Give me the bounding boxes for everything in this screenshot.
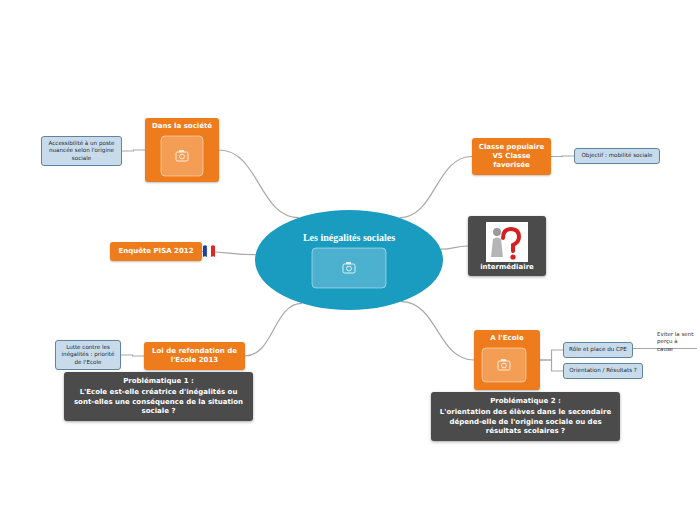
connector — [245, 303, 302, 356]
connector — [540, 350, 563, 360]
node-title: Problématique 1 : — [123, 377, 194, 386]
topic-box: Loi de refondation de l'Ecole 2013 — [144, 342, 245, 370]
node-title: Classe intermédiaire — [474, 254, 540, 272]
node-title: Orientation / Résultats ? — [569, 367, 637, 374]
node-title: Dans la société — [152, 122, 212, 131]
connector — [121, 355, 144, 356]
central-topic: Les inégalités sociales — [255, 210, 443, 310]
node-title: Rôle et place du CPE — [569, 346, 627, 353]
node-title: Classe populaire VS Classe favorisée — [476, 143, 547, 169]
connector — [202, 252, 256, 255]
connector — [399, 157, 472, 218]
note-text: Eviter la sent perçu à cause — [657, 331, 695, 353]
question-figure — [486, 222, 528, 262]
ellipse-shape — [255, 210, 443, 310]
image-box: Classe intermédiaire — [468, 216, 546, 276]
node-title: Les inégalités sociales — [303, 232, 395, 243]
connector — [551, 155, 574, 157]
image-placeholder — [482, 348, 526, 382]
node-title: Lutte contre les inégalités : priorité d… — [59, 344, 117, 366]
question-box: Problématique 1 : L'Ecole est-elle créatr… — [64, 372, 253, 421]
node-title: Loi de refondation de l'Ecole 2013 — [148, 347, 241, 365]
note-box: Accessibilité à un poste nuancée selon l… — [41, 136, 122, 166]
topic-box: Dans la société — [145, 118, 219, 182]
node-title: Objectif : mobilité sociale — [581, 152, 652, 159]
connector — [122, 150, 145, 151]
topic-box: Enquête PISA 2012 — [110, 242, 202, 261]
image-placeholder — [312, 248, 386, 288]
note-box: Rôle et place du CPE — [563, 342, 633, 358]
topic-box: Classe populaire VS Classe favorisée — [472, 138, 551, 175]
connector — [219, 150, 299, 218]
image-placeholder — [161, 136, 203, 176]
note-box: Objectif : mobilité sociale — [574, 148, 660, 164]
connector — [401, 302, 474, 360]
note-box: Lutte contre les inégalités : priorité d… — [55, 340, 121, 370]
node-title: Enquête PISA 2012 — [118, 247, 193, 256]
topic-box: A l'Ecole — [474, 330, 540, 390]
question-box: Problématique 2 : L'orientation des élève… — [431, 392, 620, 441]
flag-icon — [203, 245, 215, 258]
connector — [540, 360, 563, 371]
connector — [441, 246, 468, 249]
node-body: L'orientation des élèves dans le seconda… — [437, 408, 614, 435]
node-title: Accessibilité à un poste nuancée selon l… — [45, 140, 118, 162]
node-title: Problématique 2 : — [490, 397, 561, 406]
node-title: A l'Ecole — [490, 334, 523, 343]
node-body: L'Ecole est-elle créatrice d'inégalités … — [70, 388, 247, 415]
note-box: Orientation / Résultats ? — [563, 363, 643, 379]
